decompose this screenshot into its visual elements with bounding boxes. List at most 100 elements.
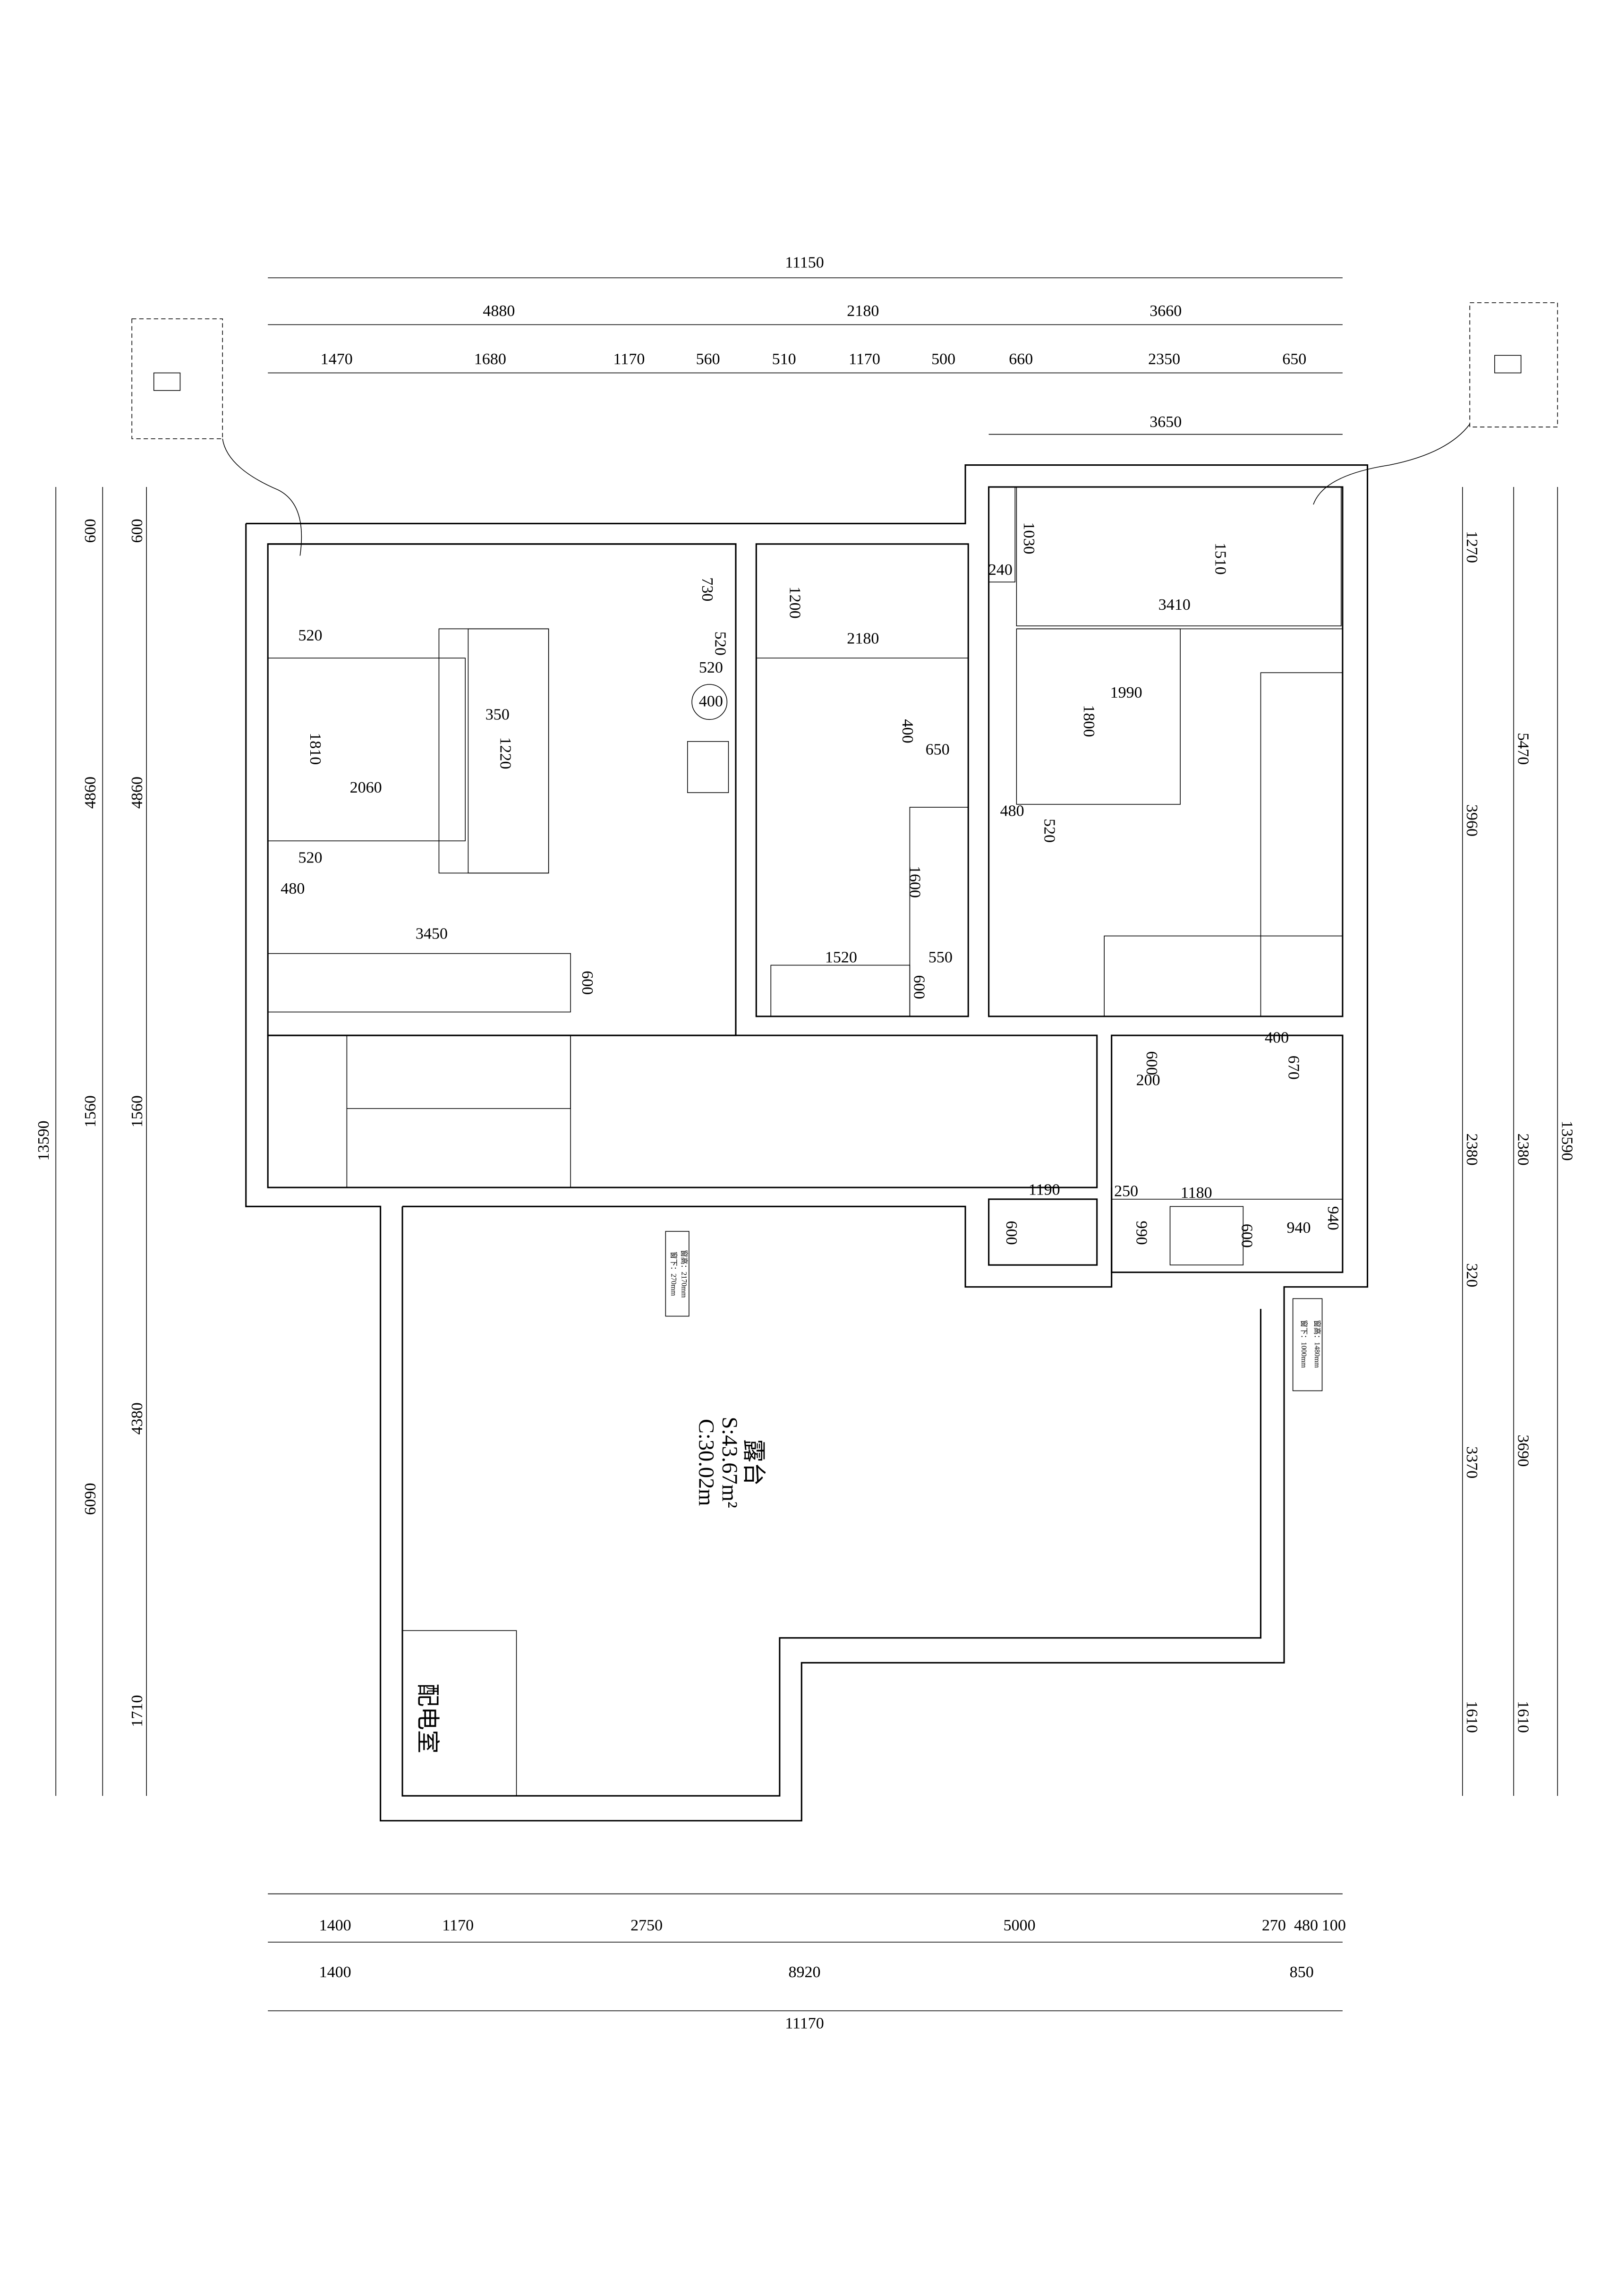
dimension-left-label: 4860 (128, 777, 146, 809)
dimension-right-label: 320 (1463, 1263, 1481, 1287)
dimension-left-label: 4380 (128, 1402, 146, 1434)
dimension-right-label: 2380 (1463, 1134, 1481, 1166)
dimension-left-label: 4860 (82, 777, 99, 809)
dimension-left-label: 1560 (128, 1095, 146, 1127)
dimension-top-label: 500 (931, 350, 955, 368)
dimension-right-label: 2380 (1514, 1134, 1532, 1166)
walls (245, 464, 1369, 1822)
dimension-interior-label: 600 (579, 971, 596, 995)
dimension-interior-label: 650 (926, 741, 950, 759)
window-note-1: 窗高：2170mm 窗下：270mm (665, 1231, 690, 1317)
dimension-interior-label: 3410 (1158, 596, 1191, 614)
terrace-area: S:43.67m² (717, 1417, 741, 1508)
dimension-top-label: 1170 (849, 350, 880, 368)
dimension-left-label: 6090 (82, 1483, 99, 1515)
dimension-interior-label: 250 (1114, 1183, 1138, 1200)
dimension-interior-label: 940 (1286, 1219, 1311, 1237)
dimension-interior-label: 600 (1143, 1051, 1160, 1075)
dimension-right-label: 5470 (1514, 733, 1532, 765)
dimension-right-label: 1610 (1514, 1701, 1532, 1733)
dimension-left-label: 600 (82, 519, 99, 543)
dimension-right-label: 3960 (1463, 804, 1481, 836)
dimension-bottom-label: 100 (1322, 1917, 1346, 1934)
window-height: 窗高：2170mm (680, 1250, 688, 1297)
dimension-interior-label: 480 (1000, 802, 1024, 820)
dimension-top-label: 4880 (483, 302, 515, 320)
dimension-interior-label: 940 (1324, 1206, 1342, 1230)
dimension-top-label: 11150 (785, 254, 824, 272)
dimension-interior-label: 240 (988, 561, 1013, 579)
dimension-bottom-label: 850 (1290, 1963, 1314, 1981)
dimension-right-label: 3690 (1514, 1434, 1532, 1467)
dimension-interior-label: 1200 (786, 587, 804, 619)
dimension-interior-label: 730 (698, 577, 716, 601)
dimension-bottom-label: 8920 (788, 1963, 820, 1981)
dimension-interior-label: 3450 (416, 925, 448, 943)
dimension-interior-label: 1190 (1029, 1181, 1060, 1199)
dimension-interior-label: 1810 (306, 733, 324, 765)
dimension-interior-label: 1030 (1020, 522, 1038, 554)
dimension-interior-label: 480 (281, 880, 305, 897)
window-note-2: 窗高：1480mm 窗下：1000mm (1292, 1298, 1323, 1391)
ac-unit-right (1313, 302, 1558, 505)
dimension-bottom-label: 480 (1294, 1917, 1318, 1934)
dimension-right-label: 3370 (1463, 1446, 1481, 1478)
dimension-interior-label: 600 (1003, 1221, 1020, 1245)
dimension-bottom-label: 270 (1262, 1917, 1286, 1934)
dimension-top-label: 1170 (613, 350, 645, 368)
dimension-left-label: 600 (128, 519, 146, 543)
dimension-bottom-label: 11170 (785, 2014, 824, 2032)
dimension-top-label: 1680 (474, 350, 506, 368)
dimension-top-label: 3650 (1149, 413, 1182, 431)
dimension-bottom-label: 1170 (442, 1917, 474, 1934)
dimension-top-label: 2350 (1148, 350, 1180, 368)
dimension-lines (55, 277, 1558, 2012)
dimension-bottom-label: 1400 (319, 1963, 351, 1981)
terrace-name: 露台 (741, 1439, 767, 1486)
dimension-bottom-label: 2750 (630, 1917, 663, 1934)
dimension-interior-label: 990 (1132, 1221, 1150, 1245)
dimension-interior-label: 350 (485, 706, 510, 723)
dimension-interior-label: 200 (1136, 1071, 1160, 1089)
window-height: 窗高：1480mm (1313, 1320, 1321, 1368)
dimension-top-label: 1470 (321, 350, 353, 368)
dimension-interior-label: 520 (699, 659, 723, 676)
dimension-interior-label: 400 (899, 719, 916, 743)
dimension-right-label: 13590 (1558, 1120, 1575, 1161)
dimension-top-label: 560 (696, 350, 720, 368)
dimension-left-label: 13590 (35, 1120, 52, 1161)
dimension-left-label: 1710 (128, 1695, 146, 1727)
dimension-bottom-label: 5000 (1004, 1917, 1036, 1934)
dimension-interior-label: 520 (298, 849, 322, 867)
dimension-right-label: 1610 (1463, 1701, 1481, 1733)
dimension-top-label: 650 (1282, 350, 1306, 368)
dimension-top-label: 2180 (847, 302, 879, 320)
dimension-left-label: 1560 (82, 1095, 99, 1127)
dimension-interior-label: 1600 (906, 866, 923, 898)
dimension-bottom-label: 1400 (319, 1917, 351, 1934)
window-sill: 窗下：1000mm (1300, 1320, 1308, 1368)
dimension-top-label: 660 (1009, 350, 1033, 368)
dimension-interior-label: 1800 (1080, 705, 1098, 737)
dimension-top-label: 3660 (1149, 302, 1182, 320)
dimension-interior-label: 2180 (847, 630, 879, 647)
dimension-interior-label: 400 (699, 692, 723, 710)
dimension-interior-label: 2060 (350, 779, 382, 796)
dimension-interior-label: 1990 (1110, 684, 1142, 701)
ac-unit-left (131, 318, 302, 556)
terrace-label: 露台 S:43.67m² C:30.02m (694, 1417, 767, 1508)
dimension-interior-label: 520 (298, 627, 322, 644)
dimension-interior-label: 1220 (496, 737, 514, 769)
window-sill: 窗下：270mm (670, 1252, 678, 1296)
dimension-interior-label: 520 (1040, 819, 1058, 843)
dimension-interior-label: 1180 (1181, 1184, 1212, 1202)
terrace-perimeter: C:30.02m (694, 1419, 718, 1506)
dimension-interior-label: 400 (1265, 1029, 1289, 1047)
dimension-interior-label: 520 (712, 632, 729, 656)
dimension-interior-label: 670 (1285, 1056, 1302, 1080)
dimension-top-label: 510 (772, 350, 796, 368)
dimension-interior-label: 600 (1238, 1224, 1255, 1248)
dimension-interior-label: 600 (911, 975, 928, 999)
dimension-interior-label: 1510 (1212, 543, 1229, 575)
